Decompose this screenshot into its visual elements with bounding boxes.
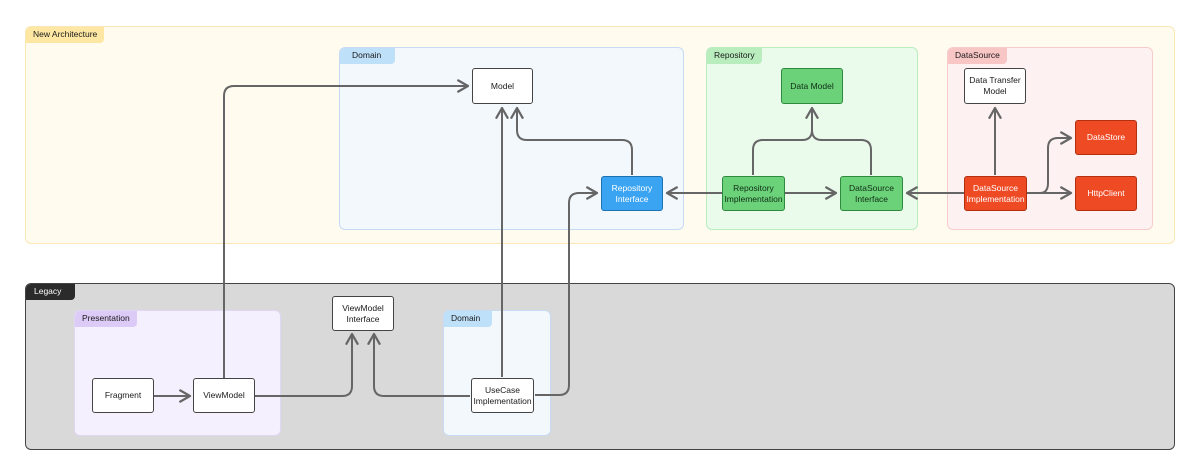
repository-label: Repository	[707, 48, 762, 64]
repository-interface-node[interactable]: Repository Interface	[601, 176, 663, 211]
domain-label: Domain	[340, 48, 396, 64]
legacy-domain-label: Domain	[444, 311, 493, 327]
datasource-implementation-node[interactable]: DataSource Implementation	[964, 176, 1027, 211]
arrow-repointerface-to-model	[510, 106, 633, 175]
new-architecture-label: New Architecture	[26, 27, 105, 43]
datastore-node[interactable]: DataStore	[1075, 120, 1137, 155]
arrow-viewmodel-to-model	[223, 79, 470, 378]
httpclient-node[interactable]: HttpClient	[1075, 176, 1137, 211]
arrow-dsinterface-to-datamodel	[811, 129, 872, 175]
legacy-label: Legacy	[26, 284, 76, 300]
fragment-node[interactable]: Fragment	[92, 378, 154, 413]
usecase-implementation-node[interactable]: UseCase Implementation	[471, 378, 534, 413]
arrow-usecase-to-repointerface	[535, 186, 599, 396]
model-node[interactable]: Model	[472, 68, 533, 104]
presentation-group: Presentation	[74, 310, 281, 436]
viewmodel-interface-node[interactable]: ViewModel Interface	[332, 296, 394, 331]
data-model-node[interactable]: Data Model	[781, 68, 843, 104]
data-transfer-model-node[interactable]: Data Transfer Model	[964, 68, 1026, 104]
arrow-repoimpl-to-datamodel	[752, 106, 819, 175]
viewmodel-node[interactable]: ViewModel	[193, 378, 255, 413]
legacy-domain-group: Domain	[443, 310, 551, 436]
arrow-usecase-to-vminterface	[367, 332, 470, 397]
arrow-dsimpl-to-datastore	[1027, 131, 1073, 194]
repository-implementation-node[interactable]: Repository Implementation	[722, 176, 785, 211]
presentation-label: Presentation	[75, 311, 137, 327]
datasource-interface-node[interactable]: DataSource Interface	[840, 176, 903, 211]
arrow-viewmodel-to-vminterface	[255, 332, 359, 397]
datasource-label: DataSource	[948, 48, 1007, 64]
